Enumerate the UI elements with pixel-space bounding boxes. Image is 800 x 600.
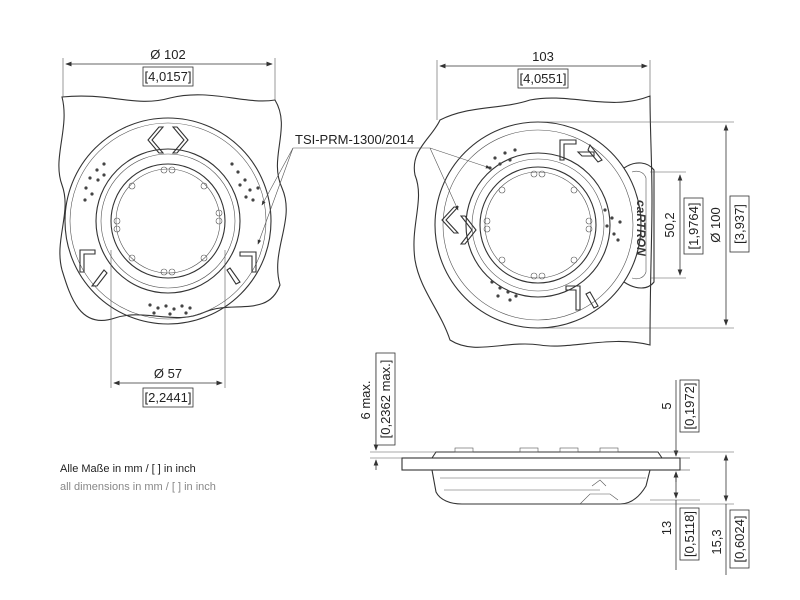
dim-height-50-2: 50,2 [662,212,677,237]
dim-inch-0-6024: [0,6024] [732,516,747,563]
dim-inch-0-1972: [0,1972] [682,383,697,430]
brand-label: caRTRON [634,200,648,256]
right-inner-opening [479,166,597,284]
dim-inch-1-9764: [1,9764] [686,203,701,250]
callout-label: TSI-PRM-1300/2014 [295,132,414,147]
side-top-bumps [454,447,619,453]
inch-box-3-937 [729,195,750,253]
left-dot-pattern [83,162,260,316]
dim-top-6-max: 6 max. [358,380,373,419]
note-english: all dimensions in mm / [ ] in inch [60,481,216,493]
right-holes [483,170,593,280]
note-german: Alle Maße in mm / [ ] in inch [60,463,196,475]
inch-box-0-6024 [729,509,750,569]
dim-inch-2-2441: [2,2441] [145,390,192,405]
left-holes [113,166,223,276]
right-wavy-outline [413,95,653,348]
dim-depth-15-3: 15,3 [709,529,724,554]
inch-box-4-0157 [142,66,194,87]
dim-inch-3-937: [3,937] [732,204,747,244]
right-outer-ring [434,121,642,329]
dim-flange-5: 5 [659,402,674,409]
dim-inch-0-2362-max: [0,2362 max.] [378,360,393,439]
chevron-upper-right-icon [559,139,603,163]
side-flange [401,457,681,471]
inch-box-1-9764 [683,197,704,255]
right-dot-pattern [488,148,622,302]
right-side-tab [623,162,655,289]
dim-diameter-57: Ø 57 [154,366,182,381]
left-outer-ring [64,117,272,325]
chevron-left-icon [79,249,108,287]
dim-inch-0-5118: [0,5118] [682,511,697,557]
right-top-view: 103 [4,0551] caRTRON [257,49,750,348]
inch-box-0-1972 [679,379,700,433]
inch-box-0-5118 [679,507,700,561]
left-inner-opening [110,163,226,279]
chevron-left-icon-right-view [441,206,477,245]
chevron-lower-right-icon [565,285,599,311]
inch-box-2-2441 [142,387,194,408]
chevron-right-icon [226,251,257,285]
chevron-top-icon [147,126,189,154]
side-body [431,469,651,505]
left-top-view: Ø 102 [4,0157] [58,47,287,408]
inch-box-0-2362 [375,352,396,446]
inch-box-4-0551 [517,68,569,89]
dim-depth-13: 13 [659,521,674,535]
dim-width-103: 103 [532,49,554,64]
dim-inch-4-0551: [4,0551] [520,71,567,86]
side-view: 6 max. [0,2362 max.] 5 [0,1972] 13 [0,51… [358,352,750,575]
left-wavy-outline [58,94,287,321]
dim-diameter-100: Ø 100 [708,207,723,242]
dim-diameter-102: Ø 102 [150,47,185,62]
dim-inch-4-0157: [4,0157] [145,69,192,84]
